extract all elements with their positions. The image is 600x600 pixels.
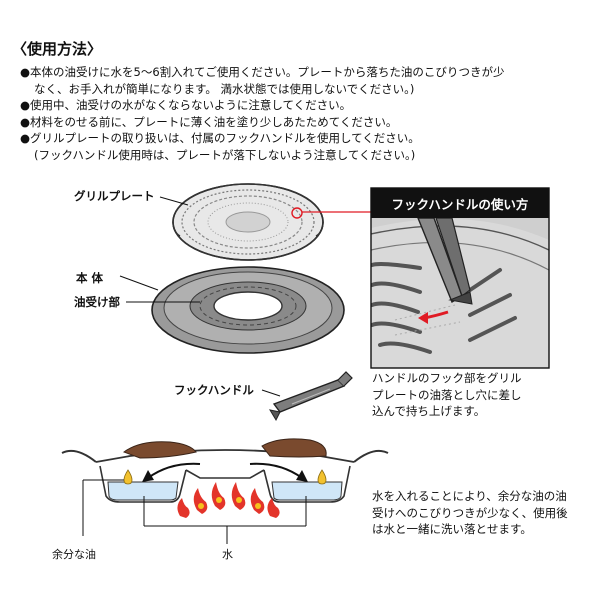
cross-section-illustration — [61, 438, 389, 544]
label-grill-plate: グリルプレート — [74, 189, 155, 203]
hook-usage-panel-title: フックハンドルの使い方 — [371, 188, 549, 218]
instruction-4-line-2: (フックハンドル使用時は、プレートが落下しないよう注意してください。) — [34, 147, 416, 162]
hook-handle-illustration — [268, 371, 353, 422]
label-hook-handle: フックハンドル — [174, 383, 254, 397]
usage-heading: 〈使用方法〉 — [12, 40, 103, 58]
label-excess-oil: 余分な油 — [52, 548, 96, 561]
grill-plate-illustration — [172, 183, 324, 261]
label-water: 水 — [222, 548, 233, 561]
instruction-list: ●本体の油受けに水を5～6割入れてご使用ください。プレートから落ちた油のこびりつ… — [20, 64, 592, 163]
detail-callout — [291, 207, 371, 219]
water-benefit-note: 水を入れることにより、余分な油の油 受けへのこびりつきが少なく、使用後 は水と一… — [372, 489, 568, 536]
hook-detail-illustration — [371, 218, 549, 368]
instruction-4-line-1: ●グリルプレートの取り扱いは、付属のフックハンドルを使用してください。 — [20, 131, 420, 145]
body-illustration — [151, 266, 345, 354]
instruction-1-line-2: なく、お手入れが簡単になります。 満水状態では使用しないでください。) — [34, 81, 415, 96]
instruction-3: ●材料をのせる前に、プレートに薄く油を塗り少しあたためてください。 — [20, 114, 398, 129]
flames — [177, 482, 280, 518]
instruction-1-line-1: ●本体の油受けに水を5～6割入れてご使用ください。プレートから落ちた油のこびりつ… — [20, 65, 505, 79]
label-oil-pan: 油受け部 — [74, 295, 120, 309]
hook-usage-description: ハンドルのフック部をグリル プレートの油落とし穴に差し 込んで持ち上げます。 — [372, 371, 522, 418]
label-body: 本 体 — [76, 271, 104, 285]
instruction-2: ●使用中、油受けの水がなくならないように注意してください。 — [20, 98, 352, 112]
